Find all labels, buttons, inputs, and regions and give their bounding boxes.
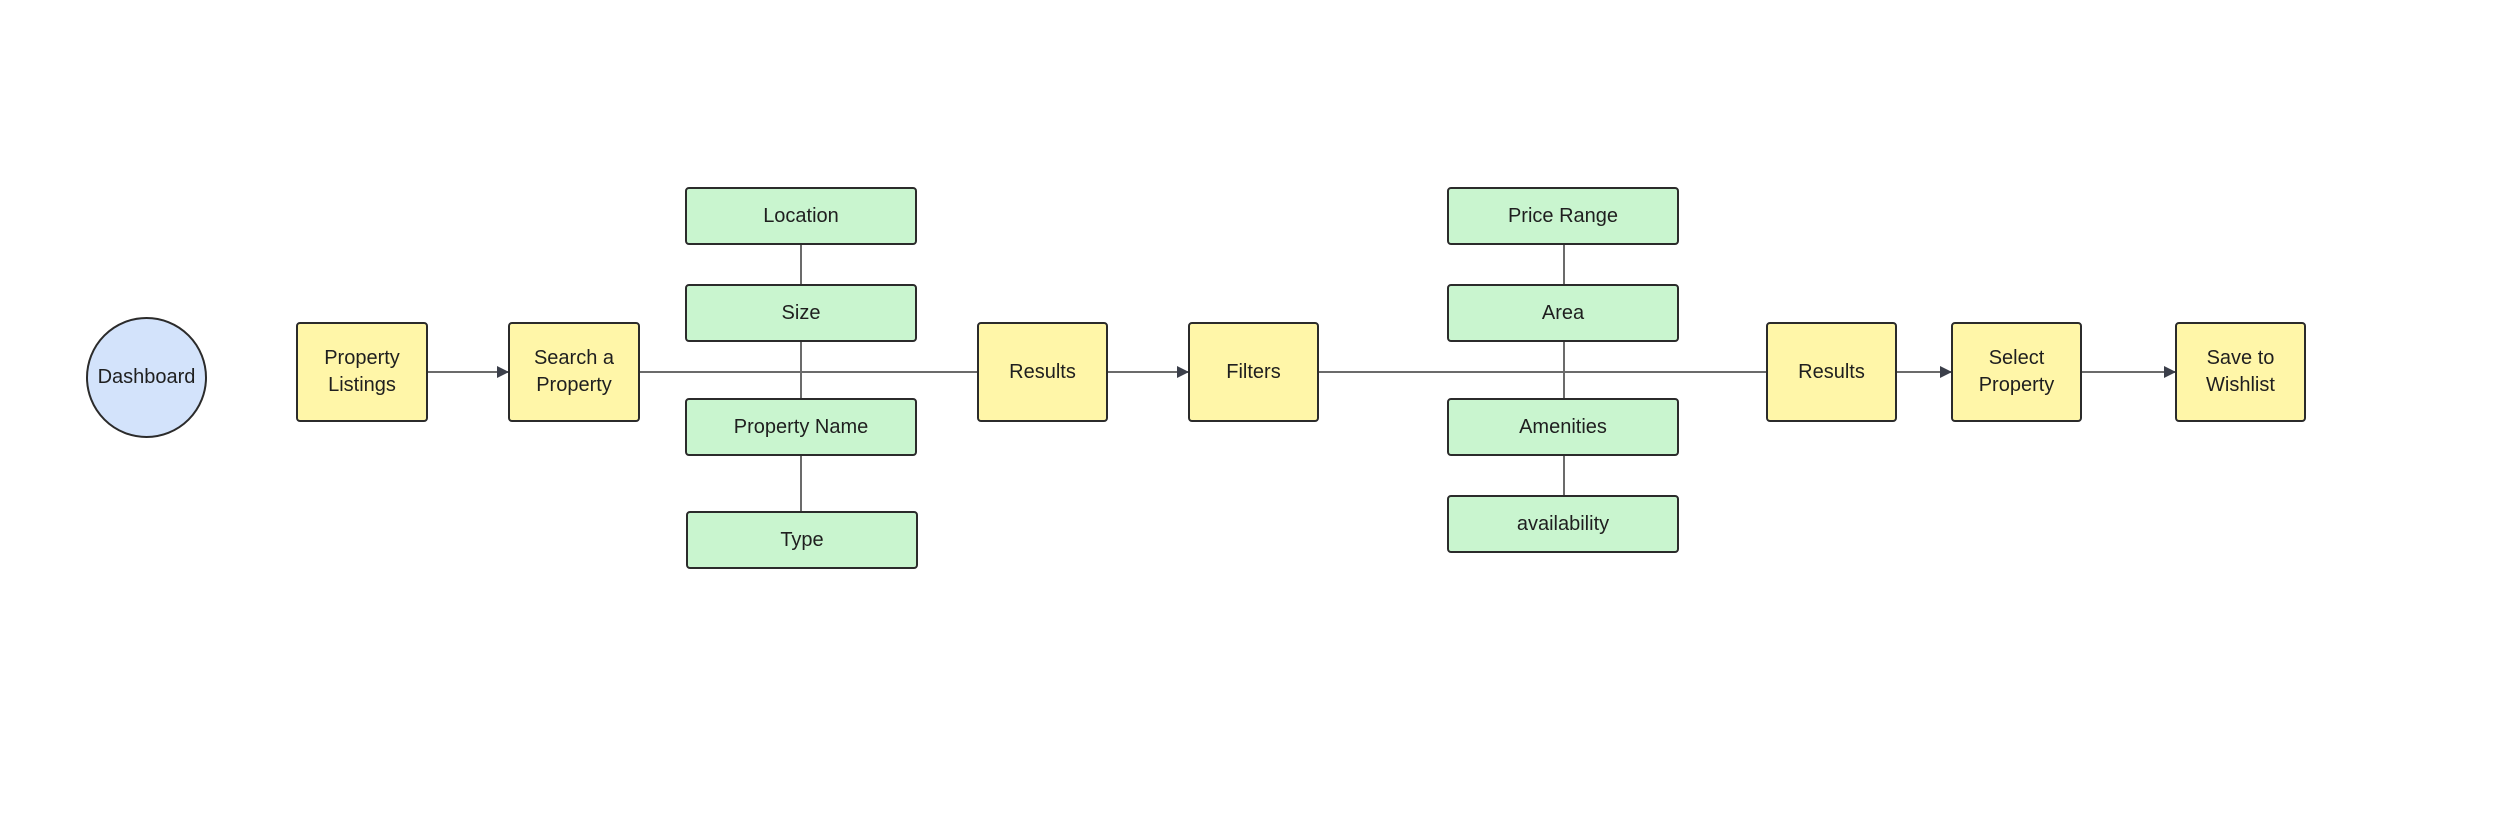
size-label: Size [781, 301, 821, 324]
availability-label: availability [1516, 512, 1610, 535]
dashboard-label: Dashboard [97, 366, 196, 388]
amenities-label: Amenities [1519, 415, 1607, 438]
price-range-label: Price Range [1507, 204, 1619, 227]
results-node-2[interactable]: Results [1766, 322, 1897, 422]
dashboard-node[interactable]: Dashboard [86, 317, 207, 438]
type-label: Type [780, 528, 824, 551]
search-property-node[interactable]: Search a Property [508, 322, 640, 422]
results-label-2: Results [1798, 360, 1865, 383]
filters-label: Filters [1226, 360, 1281, 383]
results-node-1[interactable]: Results [977, 322, 1108, 422]
price-range-node[interactable]: Price Range [1447, 187, 1679, 245]
size-node[interactable]: Size [685, 284, 917, 342]
area-label: Area [1541, 301, 1585, 324]
area-node[interactable]: Area [1447, 284, 1679, 342]
property-name-label: Property Name [733, 415, 869, 438]
save-to-wishlist-node[interactable]: Save to Wishlist [2175, 322, 2306, 422]
property-listings-node[interactable]: Property Listings [296, 322, 428, 422]
location-label: Location [763, 204, 839, 227]
type-node[interactable]: Type [686, 511, 918, 569]
location-node[interactable]: Location [685, 187, 917, 245]
property-listings-label: Property Listings [324, 347, 400, 396]
property-name-node[interactable]: Property Name [685, 398, 917, 456]
filters-node[interactable]: Filters [1188, 322, 1319, 422]
save-to-wishlist-label: Save to Wishlist [2206, 347, 2275, 396]
availability-node[interactable]: availability [1447, 495, 1679, 553]
amenities-node[interactable]: Amenities [1447, 398, 1679, 456]
select-property-label: Select Property [1978, 347, 2055, 396]
search-property-label: Search a Property [533, 347, 615, 396]
results-label-1: Results [1009, 360, 1076, 383]
select-property-node[interactable]: Select Property [1951, 322, 2082, 422]
